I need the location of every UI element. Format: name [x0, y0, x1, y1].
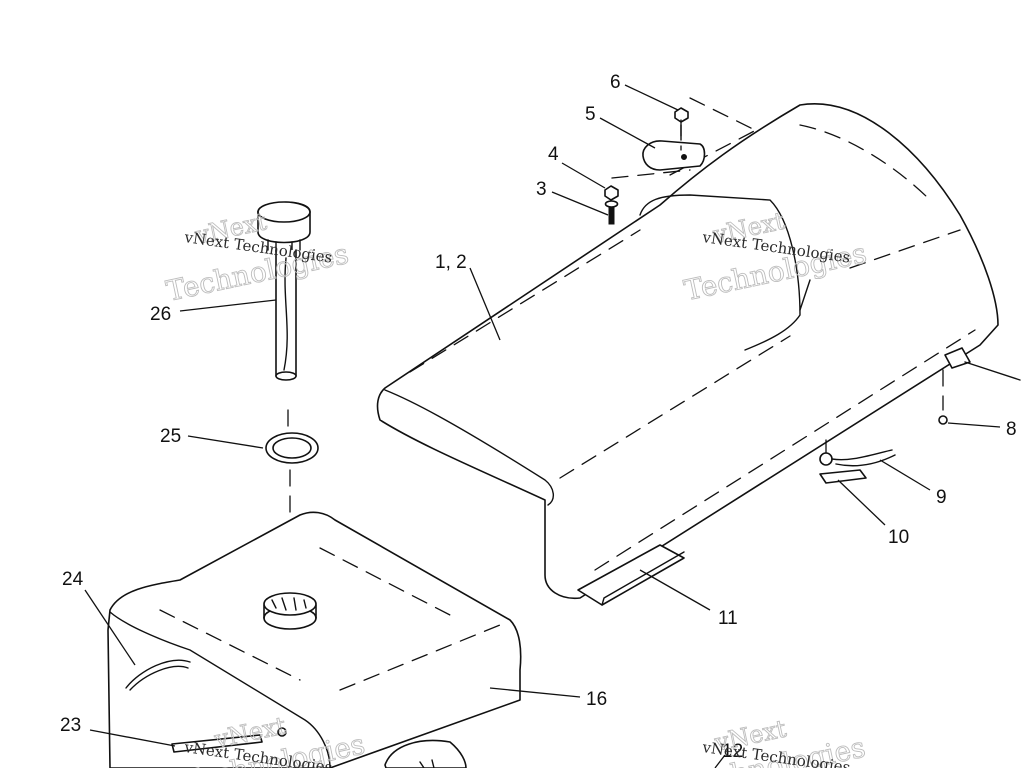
callouts: 1, 2 3 4 5 6 8 9 10 11 12 16 23 24 25 26: [60, 72, 1017, 762]
callout-8: 8: [1006, 419, 1017, 440]
callout-16: 16: [586, 689, 607, 710]
fuel-tank-16: [107, 511, 522, 768]
gasket-25: [265, 409, 319, 586]
callout-10: 10: [888, 527, 909, 548]
callout-12: 12: [722, 741, 743, 762]
callout-6: 6: [610, 72, 621, 93]
hardware-3-6: [604, 97, 756, 225]
seat: [376, 103, 999, 600]
callout-3: 3: [536, 179, 547, 200]
bolt-8: [938, 347, 1021, 425]
callout-9: 9: [936, 487, 947, 508]
callout-11: 11: [718, 608, 738, 629]
callout-25: 25: [160, 426, 181, 447]
leader-lines: [84, 84, 1001, 768]
seat-bracket-11: [577, 544, 685, 606]
callout-23: 23: [60, 715, 81, 736]
callout-1-2: 1, 2: [435, 252, 467, 273]
fuel-cap-filler-neck-26: [257, 201, 311, 381]
callout-5: 5: [585, 104, 596, 125]
callout-24: 24: [62, 569, 84, 590]
strap-9-bracket-10: [819, 439, 896, 484]
callout-4: 4: [548, 144, 559, 165]
callout-26: 26: [150, 304, 171, 325]
